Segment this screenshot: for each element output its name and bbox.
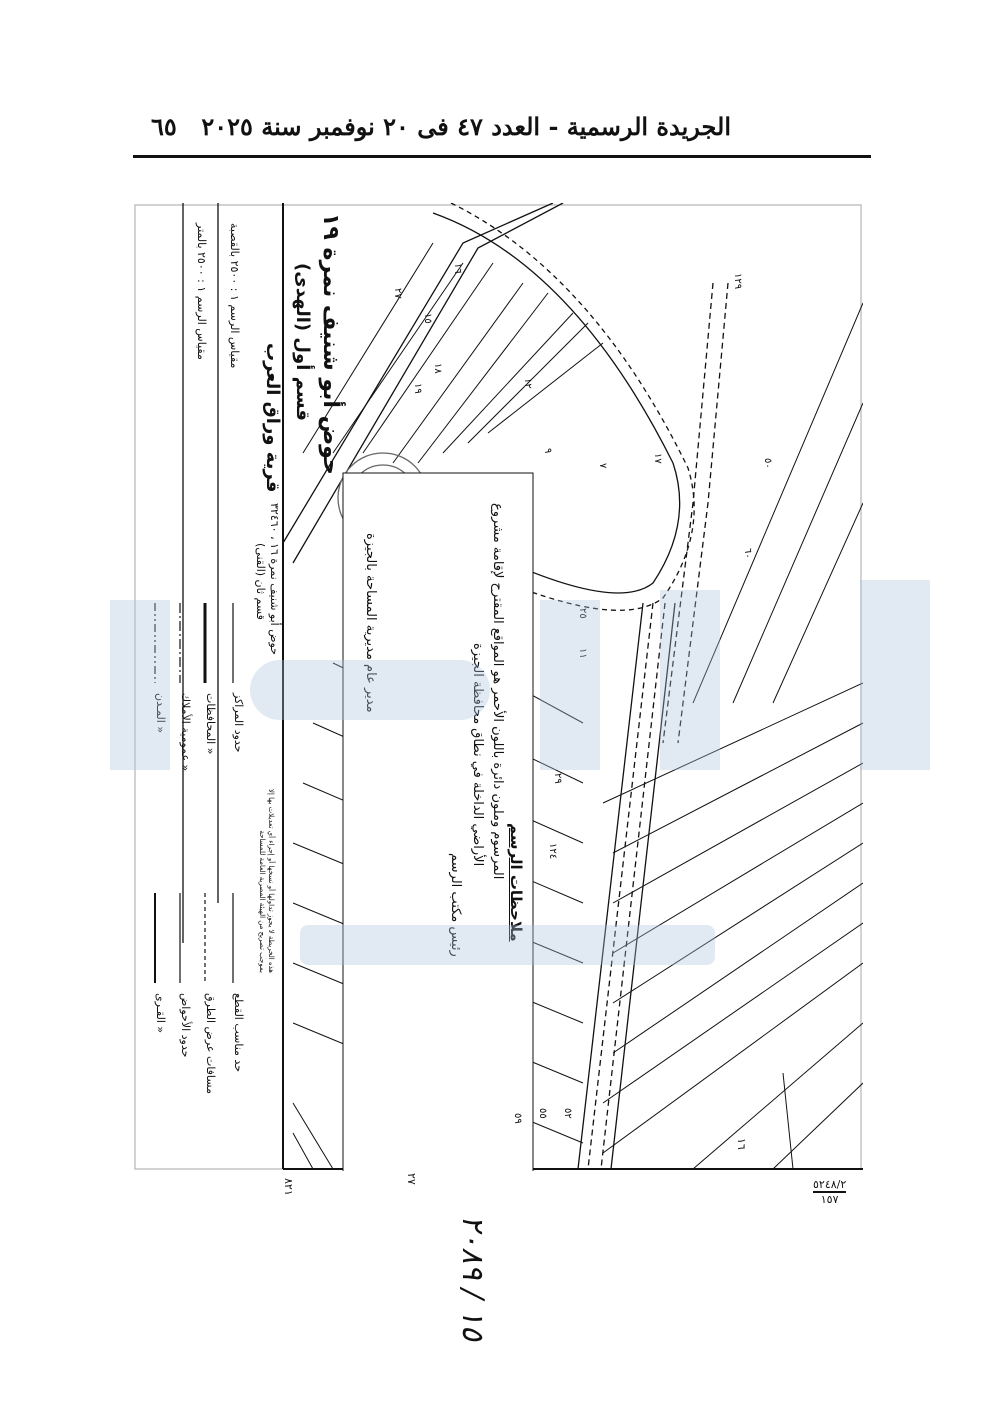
parcel-label: ١٧ [652, 453, 663, 464]
parcel-label: ١٥ [422, 313, 433, 324]
neighbor-section: قسم ثان (القنى) [254, 543, 267, 620]
legend-item: حدود الأحواض [179, 993, 192, 1058]
legend-item: « المحافظات [204, 693, 217, 755]
legend-item: « القـرى [154, 993, 167, 1034]
parcel-label: ٥٩ [512, 1113, 523, 1124]
upper-road [282, 203, 564, 564]
neighbor-basin: حوض أبو شنيف نمرة ١٦ ، ٣٢٤٦٠ [268, 503, 281, 655]
parcel-label: ١١ [577, 648, 588, 659]
sheet-ref-bottom: ١٥٧ [820, 1193, 839, 1206]
parcel-label: ١٨ [432, 363, 443, 374]
parcel-label: ٩ [542, 448, 553, 454]
parcel-label: ٥٠ [762, 458, 773, 469]
parcel-label: ٢٥ [577, 608, 588, 619]
legend-item: مسافات عرض الطرق [204, 993, 217, 1094]
notes-line-2: الأراضي الداخلة في نطاق محافظة الجيزة [470, 643, 485, 867]
legend-symbols [154, 603, 234, 983]
legend-item: « المـدن [154, 693, 167, 734]
section-name: قسم أول (الهدى) [292, 263, 313, 421]
parcel-label: ٧ [597, 463, 608, 469]
header-divider [133, 155, 871, 158]
copyright-note: هذه الخريطة لا يجوز تداولها أو نسخها أو … [258, 788, 275, 973]
edge-label: ٢٧ [405, 1173, 418, 1185]
sheet-ref-top: ٥٢٤٨/٢ [813, 1178, 847, 1193]
village-name: قرية وراق العرب [262, 343, 283, 493]
right-road [662, 282, 729, 744]
loop-road [392, 212, 681, 594]
parcel-label: ٥٢ [562, 1108, 573, 1119]
page-number: ٦٥ [151, 112, 177, 141]
notes-panel [342, 472, 534, 1171]
parcel-label: ١٩ [412, 383, 423, 394]
basin-title: حوض أبو شنيف نمرة ١٩ [318, 213, 343, 475]
handwritten-reference: ١٥ / ٢٠٨٩ [455, 1215, 490, 1341]
cadastral-map: حوض أبو شنيف نمرة ١٩ قسم أول (الهدى) قري… [133, 203, 863, 1206]
parcel-label: ٥٥ [537, 1108, 548, 1119]
parcel-label: ١٦ [452, 263, 463, 274]
gazette-title: الجريدة الرسمية - العدد ٤٧ فى ٢٠ نوفمبر … [201, 112, 731, 141]
legend-item: حد مناسب القطع [232, 993, 245, 1072]
notes-line-1: المرسوم وملون دائرة باللون الأحمر هو الم… [490, 503, 505, 880]
parcel-label: ١٢٤ [547, 843, 558, 860]
notes-heading: ملاحظات الرسم [507, 823, 525, 942]
parcel-label: ٢٧ [392, 288, 403, 299]
legend-item: حدود المراكز [232, 693, 245, 753]
director-label: مدير عام مديرية المساحة بالجيزة [363, 533, 378, 713]
map-drawing [134, 203, 863, 1171]
edge-label: ٨٢١ [282, 1178, 295, 1196]
edge-label: ١٦ [735, 1138, 748, 1150]
page-header: الجريدة الرسمية - العدد ٤٧ فى ٢٠ نوفمبر … [133, 112, 871, 152]
legend-item: « عمومية الأملاك [179, 693, 192, 772]
scale-qasaba: مقياس الرسم ١ : ٢٥٠٠ بالقصبة [228, 223, 241, 369]
scale-meter: مقياس الرسم ١ : ٢٥٠٠ بالمتر [195, 223, 208, 360]
parcel-label: ١٢٩ [732, 273, 743, 290]
parcel-label: ١٢ [522, 378, 533, 389]
parcel-label: ٦٠ [742, 548, 753, 559]
main-road [587, 602, 666, 1170]
sheet-reference: ٥٢٤٨/٢ ١٥٧ [813, 1178, 847, 1206]
parcel-label: ٢٩ [552, 773, 563, 784]
drafting-head-label: رئيس مكتب الرسم [448, 853, 463, 957]
